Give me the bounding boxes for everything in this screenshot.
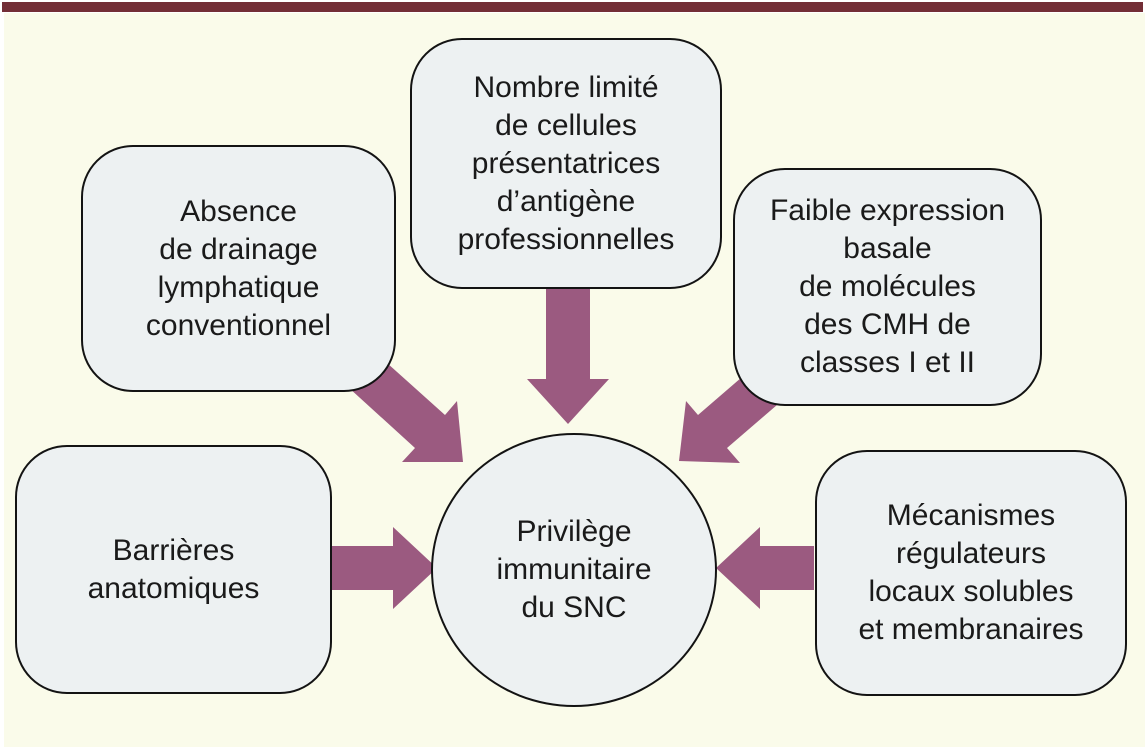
node-nombre-limite-label: Nombre limité de cellules présentatrices… [457,70,675,256]
node-mecanismes-regulateurs-label: Mécanismes régulateurs locaux solubles e… [858,499,1084,646]
arrow-nombre-to-center [527,283,609,424]
node-barrieres-anatomiques-label: Barrières anatomiques [87,533,260,605]
node-faible-expression: Faible expression basale de molécules de… [733,168,1042,406]
node-nombre-limite: Nombre limité de cellules présentatrices… [410,38,722,289]
node-center-privilege-immunitaire: Privilège immunitaire du SNC [431,433,717,707]
node-absence-drainage: Absence de drainage lymphatique conventi… [81,145,396,392]
arrow-mecanismes-to-center [716,527,814,609]
node-center-privilege-immunitaire-label: Privilège immunitaire du SNC [496,515,652,624]
node-absence-drainage-label: Absence de drainage lymphatique conventi… [145,194,332,342]
arrow-barrieres-to-center [324,527,437,609]
node-barrieres-anatomiques: Barrières anatomiques [15,445,332,694]
top-accent-bar [2,2,1143,12]
node-faible-expression-label: Faible expression basale de molécules de… [769,194,1006,379]
node-mecanismes-regulateurs: Mécanismes régulateurs locaux solubles e… [815,450,1127,696]
